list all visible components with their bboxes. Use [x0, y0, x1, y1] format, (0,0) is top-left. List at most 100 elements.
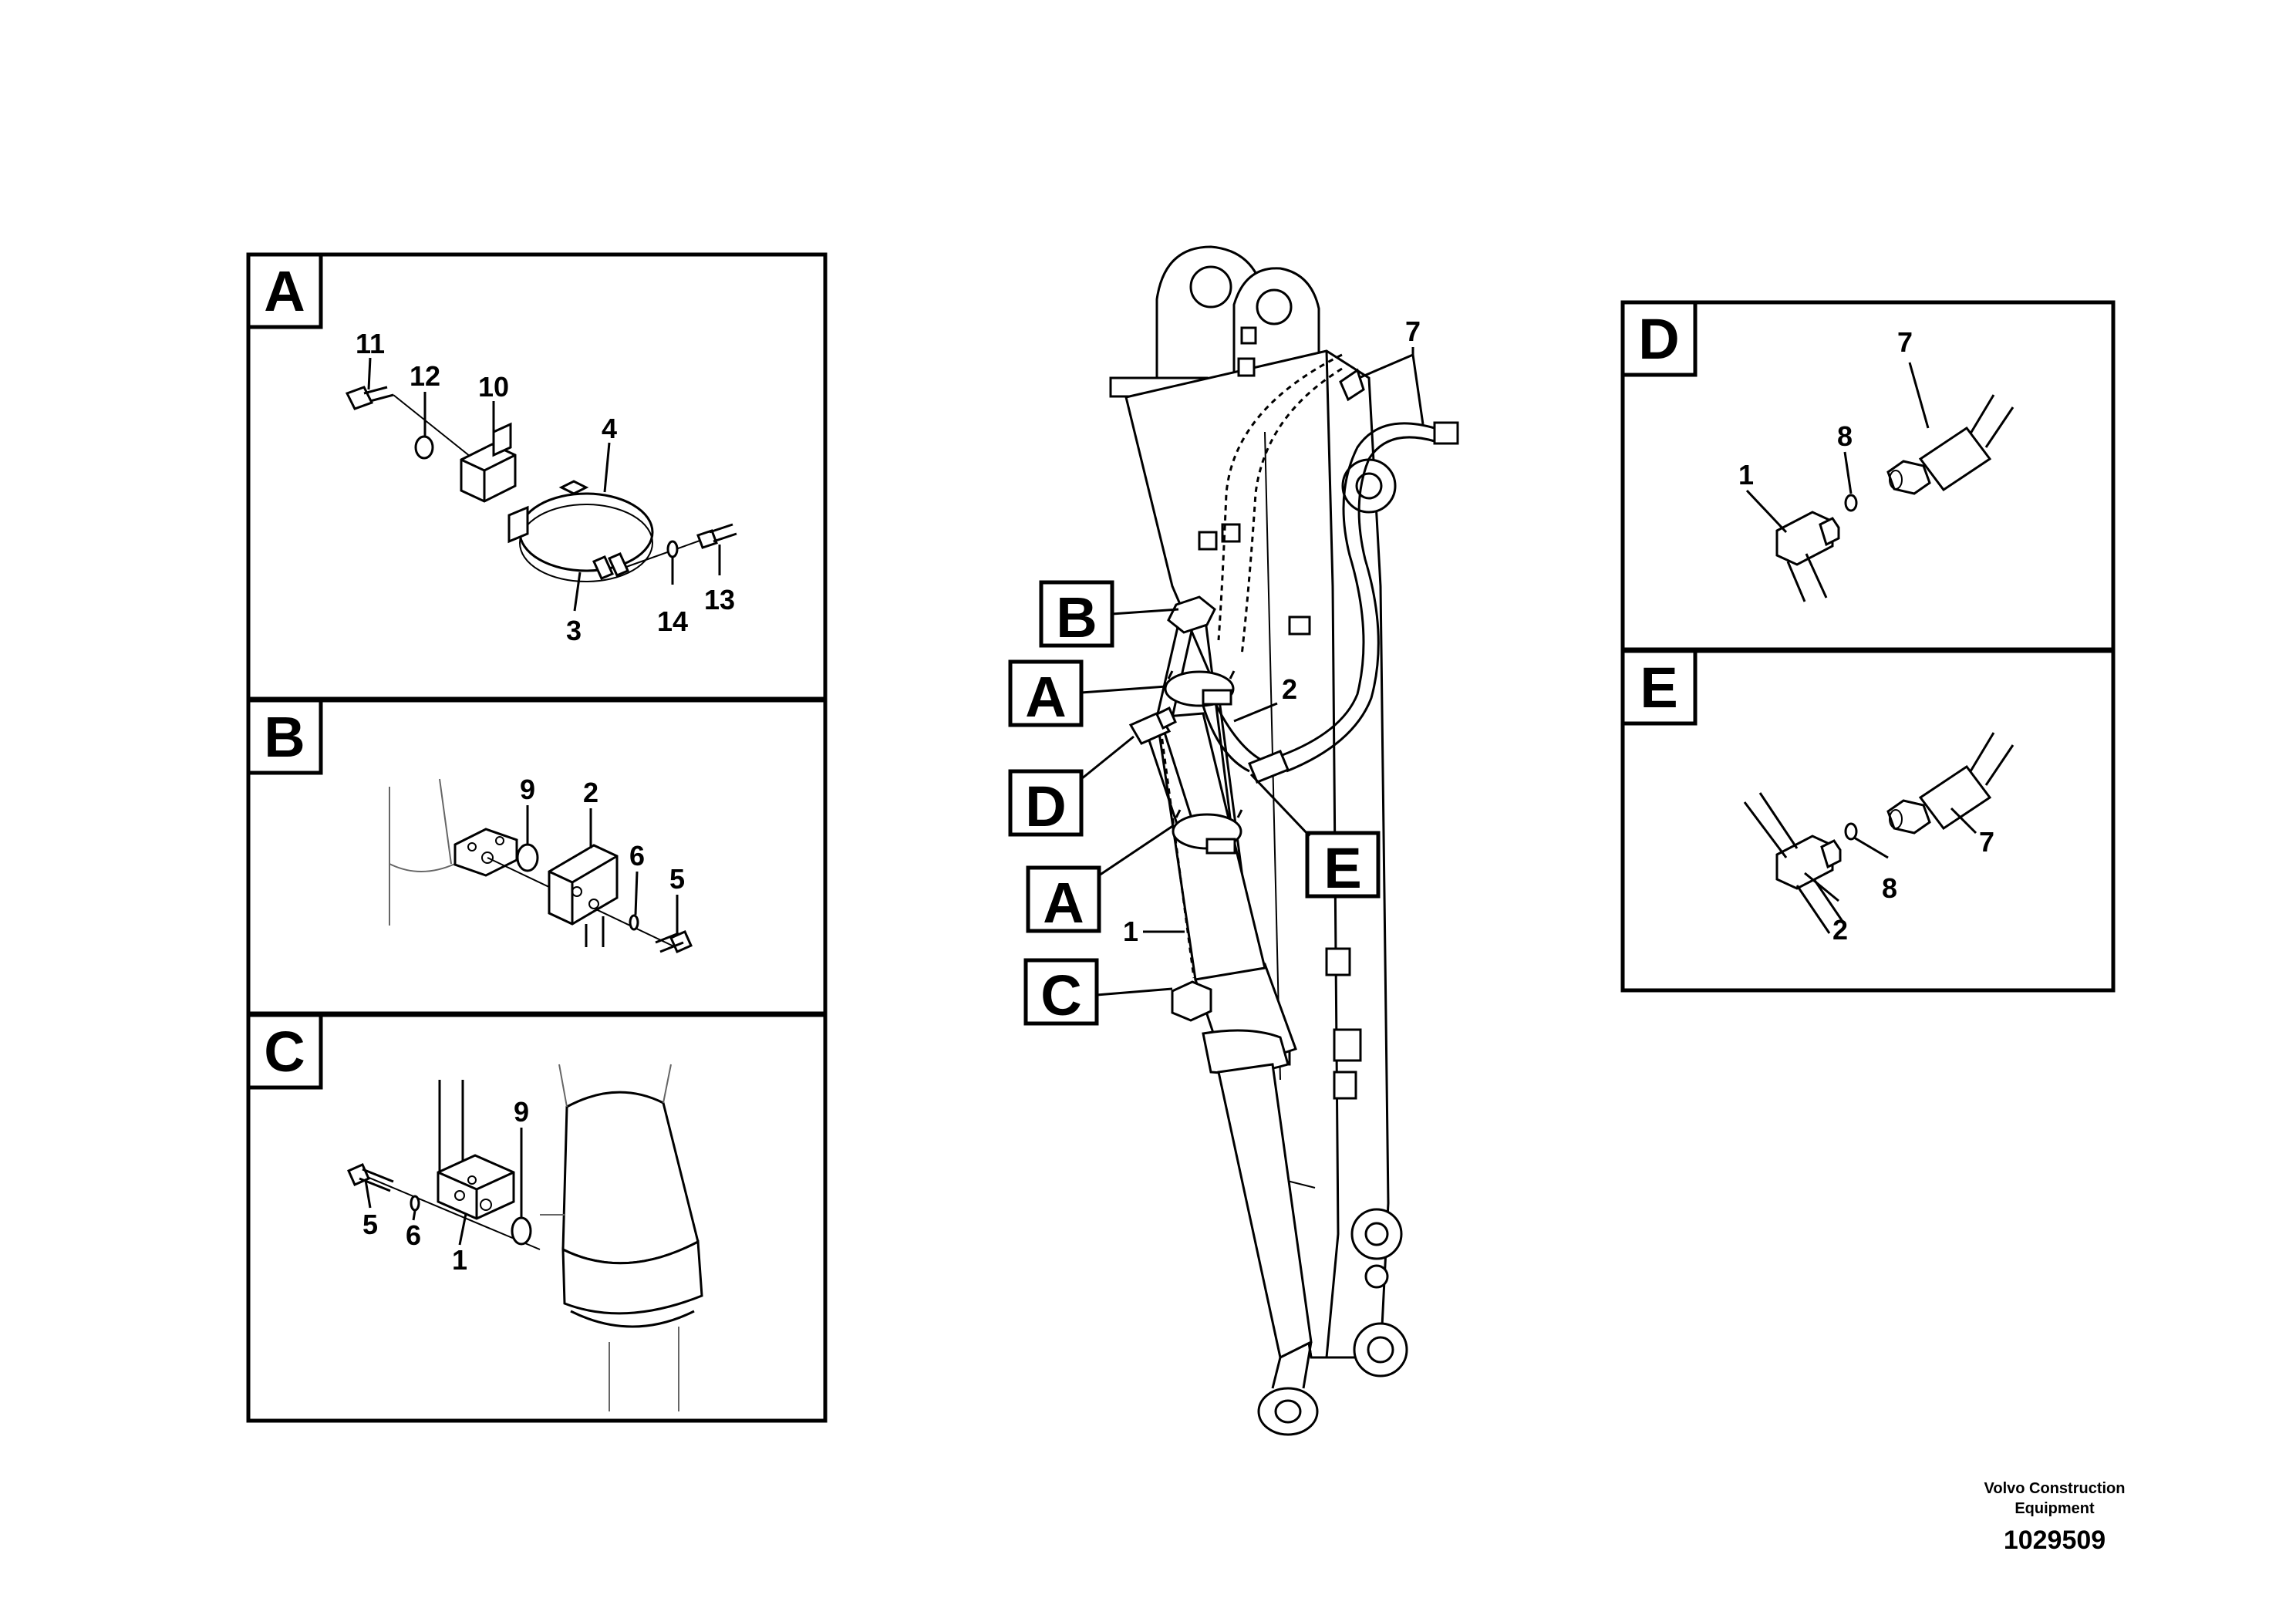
o-ring-8-e	[1844, 822, 1858, 841]
flange-block-hole-2	[480, 1199, 492, 1211]
tube-e-lower	[1795, 878, 1845, 934]
bolt-5-head	[669, 930, 693, 953]
callout-e-box	[1305, 831, 1381, 899]
hose-end-d	[1969, 394, 2014, 448]
hose-7	[1248, 368, 1459, 784]
hose-ferrule-e	[1918, 764, 1992, 831]
o-ring-9	[516, 843, 539, 872]
cylinder-ghost-band	[389, 863, 456, 872]
boom-cylinder-1	[1155, 712, 1319, 1436]
tube-e-upper	[1743, 792, 1799, 858]
clamp-ear-left	[507, 505, 529, 544]
tube-d-main	[1148, 732, 1195, 834]
callout-d-letter: D	[1025, 774, 1066, 838]
boom-lug-2	[1325, 947, 1351, 976]
cylinder-1-gland	[1202, 1029, 1290, 1074]
main-part-2: 2	[1233, 673, 1297, 723]
port-pad-hole-2	[495, 836, 504, 845]
part-label-7-e: 7	[1979, 826, 1994, 858]
main-part-7-leaders	[1358, 347, 1424, 425]
leader-4	[603, 442, 611, 493]
flange-hole-2	[588, 899, 599, 909]
part-label-10: 10	[478, 371, 509, 403]
hose-nut-e-bore	[1889, 809, 1903, 829]
cylinder-collar-edge	[570, 1310, 695, 1328]
elbow-spigot-e	[1820, 839, 1842, 869]
bolt-5-shank	[655, 932, 684, 953]
clamp-ear-bottom-1	[592, 555, 614, 580]
tube-stub-c	[438, 1080, 464, 1172]
part-label-9-c: 9	[514, 1096, 529, 1128]
washer-6-c	[410, 1195, 420, 1212]
part-label-9-b: 9	[520, 774, 535, 805]
part-label-4: 4	[602, 413, 617, 444]
hose-ferrule-d	[1918, 426, 1992, 492]
panel-a-letter: A	[264, 259, 305, 323]
part-label-6-c: 6	[406, 1219, 421, 1251]
detail-panel-e: E 7 8 2	[1620, 649, 2116, 993]
bolt-axis-line	[393, 394, 479, 464]
callout-d: D	[1008, 735, 1135, 838]
leader-1-d	[1745, 489, 1788, 534]
screw-13-head	[696, 529, 718, 549]
callout-e-leader	[1249, 773, 1311, 838]
pipe-2-assembly	[1128, 595, 1262, 834]
detail-panel-a: A	[246, 252, 828, 701]
panel-b-tag-box	[246, 698, 323, 775]
leader-5-c	[364, 1179, 372, 1209]
boom-top-bracket-right	[1232, 267, 1320, 388]
clamp-lower-ears	[1175, 809, 1243, 818]
cylinder-1-rod-neck	[1271, 1341, 1313, 1389]
callout-c-box	[1023, 958, 1099, 1026]
part-label-3: 3	[566, 615, 582, 646]
leader-7-e	[1950, 807, 1977, 835]
callout-a-upper-leader	[1081, 685, 1167, 694]
clamp-ear-bottom-2	[608, 552, 629, 577]
callout-a-lower-box	[1026, 865, 1101, 933]
elbow-fitting-d	[1775, 511, 1834, 566]
leader-3	[573, 572, 582, 612]
part-label-5-b: 5	[669, 863, 685, 895]
panel-c-tag-box	[246, 1013, 323, 1090]
callout-e-letter: E	[1323, 836, 1361, 900]
leader-8-e	[1853, 836, 1889, 859]
main-part-2-leader	[1233, 702, 1278, 723]
part-label-11: 11	[356, 328, 385, 359]
hose-end-e	[1969, 732, 2014, 786]
clamp-upper-ears	[1167, 670, 1236, 679]
hose-stub	[585, 916, 605, 947]
port-pad-center	[481, 851, 494, 864]
panel-d-tag-box	[1620, 300, 1698, 377]
boom-top-pin-right	[1256, 288, 1293, 325]
cylinder-port-drawing	[347, 1064, 703, 1411]
washer-12	[414, 435, 434, 460]
hose-fitting-drawing-d	[1775, 394, 2014, 602]
leader-1-c	[458, 1213, 467, 1246]
main-part-label-7: 7	[1405, 315, 1421, 347]
main-part-label-1: 1	[1123, 916, 1138, 947]
boom-lug-7	[1198, 531, 1218, 551]
part-label-6-b: 6	[629, 840, 645, 872]
callout-a-upper-letter: A	[1025, 665, 1066, 729]
hose-7-outer	[1279, 422, 1435, 757]
part-label-1-d: 1	[1738, 459, 1754, 491]
cylinder-1-dashed-line	[1159, 728, 1195, 979]
port-axis-line-c	[356, 1172, 541, 1250]
main-part-1: 1	[1123, 916, 1185, 947]
main-part-label-2: 2	[1282, 673, 1297, 705]
hose-7-end-fitting	[1433, 421, 1459, 445]
callout-a-lower-leader	[1098, 824, 1175, 877]
boom-lug-6	[1221, 523, 1241, 543]
panel-e-tag-box	[1620, 649, 1698, 726]
panel-a-tag-box	[246, 252, 323, 329]
drawing-footer: Volvo Construction Equipment 1029509	[1984, 1480, 2126, 1555]
spacer-block-10	[460, 443, 517, 503]
internal-hose-dashed-1	[1217, 353, 1343, 641]
detail-panel-c: C 9 5 6 1	[246, 1013, 828, 1423]
fitting-d-nut	[1155, 706, 1177, 730]
screw-13-shank	[709, 523, 737, 543]
boom-pin-lower-bore	[1367, 1336, 1394, 1364]
part-label-1-c: 1	[452, 1244, 467, 1276]
port-pad-hole-1	[467, 842, 477, 851]
